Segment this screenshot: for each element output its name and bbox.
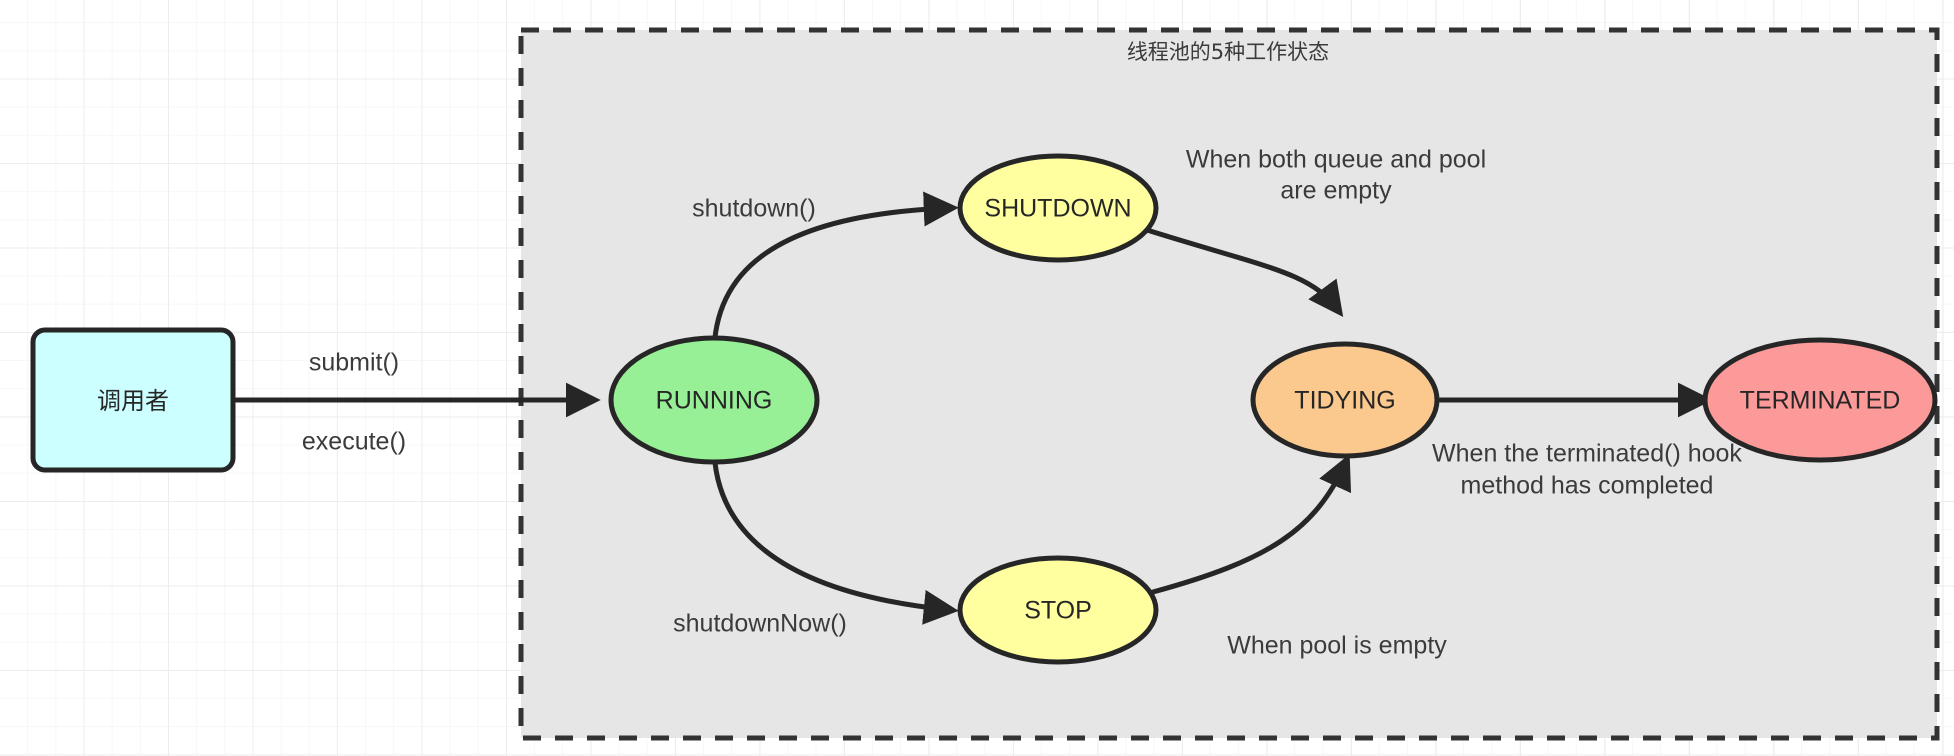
edge-line [711, 191, 959, 358]
edge-line [711, 442, 959, 625]
edge-label-submit: submit() [309, 349, 399, 377]
edge-stop-to-tidying: When pool is empty [1150, 454, 1447, 660]
edge-running-to-shutdown: shutdown() [692, 191, 959, 358]
edge-tidying-to-terminated: When the terminated() hook method has co… [1432, 382, 1742, 500]
edge-label-shutdown: shutdown() [692, 195, 816, 223]
terminated-ellipse[interactable] [1702, 337, 1938, 463]
edge-shutdown-to-tidying: When both queue and pool are empty [1144, 146, 1486, 318]
stop-ellipse[interactable] [957, 555, 1159, 665]
tidying-ellipse[interactable] [1250, 341, 1440, 459]
caller-box[interactable] [30, 327, 236, 473]
stop-label: STOP [1024, 597, 1092, 625]
node-stop[interactable]: STOP [957, 555, 1159, 665]
edge-caller-to-running: submit() execute() [233, 349, 601, 456]
edge-line [1150, 454, 1352, 595]
node-tidying[interactable]: TIDYING [1250, 341, 1440, 459]
edge-label-shutdownnow: shutdownNow() [673, 610, 847, 638]
node-running[interactable]: RUNNING [608, 335, 820, 465]
edge-label-queue-pool-empty-line2: are empty [1280, 177, 1392, 205]
group-title: 线程池的5种工作状态 [1127, 40, 1329, 64]
edge-running-to-stop: shutdownNow() [673, 442, 959, 638]
running-label: RUNNING [656, 387, 773, 415]
caller-label: 调用者 [97, 387, 169, 415]
edge-label-terminated-hook-line2: method has completed [1461, 472, 1714, 500]
edge-label-execute: execute() [302, 428, 406, 456]
edge-label-queue-pool-empty-line1: When both queue and pool [1186, 146, 1486, 174]
tidying-label: TIDYING [1294, 387, 1395, 415]
edge-line [1144, 227, 1344, 318]
node-caller[interactable]: 调用者 [30, 327, 236, 473]
terminated-label: TERMINATED [1740, 387, 1901, 415]
node-terminated[interactable]: TERMINATED [1702, 337, 1938, 463]
node-shutdown[interactable]: SHUTDOWN [957, 153, 1159, 263]
running-ellipse[interactable] [608, 335, 820, 465]
shutdown-ellipse[interactable] [957, 153, 1159, 263]
edge-label-terminated-hook-line1: When the terminated() hook [1432, 440, 1742, 468]
shutdown-label: SHUTDOWN [984, 195, 1131, 223]
edge-label-pool-empty: When pool is empty [1227, 632, 1447, 660]
